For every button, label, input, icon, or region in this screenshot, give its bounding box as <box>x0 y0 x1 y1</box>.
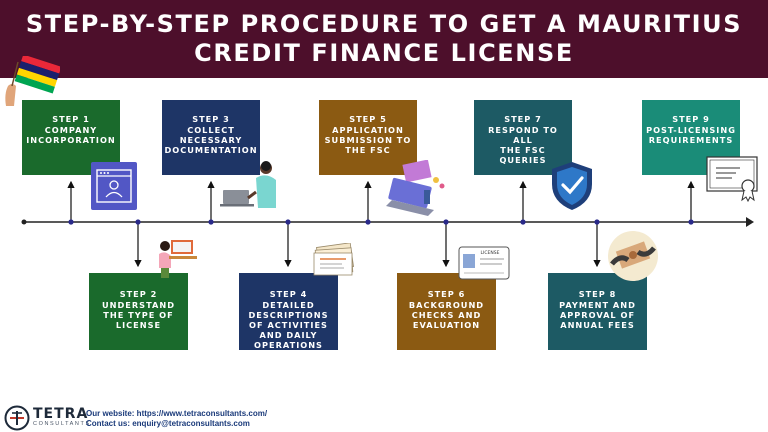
shield-check-icon <box>552 162 592 210</box>
person-laptop-icon <box>220 161 276 208</box>
step-2-label-line: LICENSE <box>115 320 162 330</box>
step-1-number: STEP 1 <box>52 114 90 124</box>
step-7-label-line: RESPOND TO ALL <box>488 125 558 145</box>
title-line-1: STEP-BY-STEP PROCEDURE TO GET A MAURITIU… <box>25 10 743 38</box>
step-7-timeline-dot <box>520 219 526 225</box>
step-7-label-line: QUERIES <box>499 155 547 165</box>
step-6-label-line: BACKGROUND <box>408 300 485 310</box>
step-1-label-line: INCORPORATION <box>26 135 116 145</box>
brand-subtitle: CONSULTANTS <box>33 421 91 427</box>
step-2-label-line: THE TYPE OF <box>103 310 174 320</box>
step-4-label-line: AND DAILY <box>259 330 318 340</box>
contact-block: Our website: https://www.tetraconsultant… <box>86 409 267 429</box>
step-6-label-line: CHECKS AND <box>411 310 482 320</box>
page-title: STEP-BY-STEP PROCEDURE TO GET A MAURITIU… <box>0 10 768 68</box>
license-card-icon: LICENSE <box>458 246 510 280</box>
step-5-label-line: THE FSC <box>345 145 391 155</box>
step-4-label-line: DETAILED <box>262 300 315 310</box>
step-2-number: STEP 2 <box>119 289 158 299</box>
step-9-label-line: POST-LICENSING <box>646 125 736 135</box>
timeline-start-dot <box>21 219 27 225</box>
step-4-label-line: OF ACTIVITIES <box>249 320 328 330</box>
flag-icon <box>5 56 60 106</box>
svg-text:LICENSE: LICENSE <box>481 250 500 256</box>
website-link[interactable]: Our website: https://www.tetraconsultant… <box>86 409 268 418</box>
money-exchange-icon <box>608 231 658 281</box>
step-4-timeline-dot <box>285 219 291 225</box>
step-3-label-line: COLLECT <box>187 125 235 135</box>
step-4-number: STEP 4 <box>269 289 308 299</box>
step-4-label-line: DESCRIPTIONS <box>248 310 329 320</box>
step-6-timeline-dot <box>443 219 449 225</box>
step-5-timeline-dot <box>365 219 371 225</box>
contact-email-link[interactable]: Contact us: enquiry@tetraconsultants.com <box>86 419 250 428</box>
step-3-timeline-dot <box>208 219 214 225</box>
step-3-number: STEP 3 <box>192 114 230 124</box>
documents-stack-icon <box>313 243 354 276</box>
step-2-label-line: UNDERSTAND <box>101 300 176 310</box>
step-4-label-line: OPERATIONS <box>254 340 323 350</box>
tetra-logo-icon <box>4 405 30 431</box>
step-8-label-line: PAYMENT AND <box>559 300 636 310</box>
step-3-label-line: DOCUMENTATION <box>164 145 258 155</box>
step-5-label-line: APPLICATION <box>332 125 404 135</box>
step-7-label-line: THE FSC <box>500 145 546 155</box>
step-1-label-line: COMPANY <box>44 125 98 135</box>
step-8-number: STEP 8 <box>578 289 617 299</box>
brand-name: TETRA <box>33 406 89 422</box>
step-3-label-line: NECESSARY <box>179 135 243 145</box>
step-8-label-line: APPROVAL OF <box>559 310 636 320</box>
header-banner <box>0 0 768 78</box>
title-line-2: CREDIT FINANCE LICENSE <box>194 39 574 67</box>
step-1-timeline-dot <box>68 219 74 225</box>
step-8-label-line: ANNUAL FEES <box>560 320 635 330</box>
timeline-end-arrow <box>746 217 754 227</box>
person-desk-icon <box>159 240 197 278</box>
step-8-timeline-dot <box>594 219 600 225</box>
certificate-icon <box>706 156 758 202</box>
step-5-number: STEP 5 <box>349 114 387 124</box>
step-9-number: STEP 9 <box>672 114 710 124</box>
step-7-number: STEP 7 <box>504 114 542 124</box>
browser-profile-icon <box>91 162 137 210</box>
laptop-submission-icon <box>386 160 445 216</box>
step-9-label-line: REQUIREMENTS <box>648 135 734 145</box>
step-9-timeline-dot <box>688 219 694 225</box>
step-2-timeline-dot <box>135 219 141 225</box>
step-5-label-line: SUBMISSION TO <box>324 135 412 145</box>
step-6-number: STEP 6 <box>427 289 466 299</box>
step-6-label-line: EVALUATION <box>412 320 481 330</box>
